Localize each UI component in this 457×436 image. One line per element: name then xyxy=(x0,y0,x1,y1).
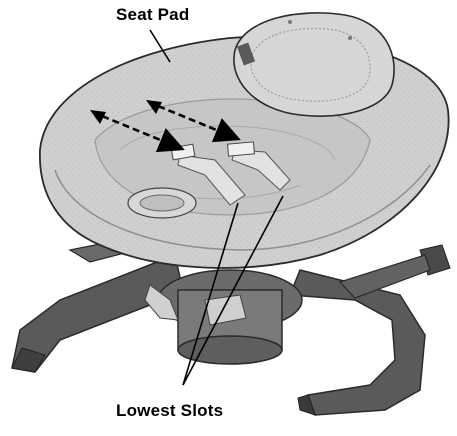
seat-pad-label: Seat Pad xyxy=(116,5,189,25)
pedestal xyxy=(145,270,302,364)
lowest-slots-label: Lowest Slots xyxy=(116,401,223,421)
head-support xyxy=(234,13,394,116)
